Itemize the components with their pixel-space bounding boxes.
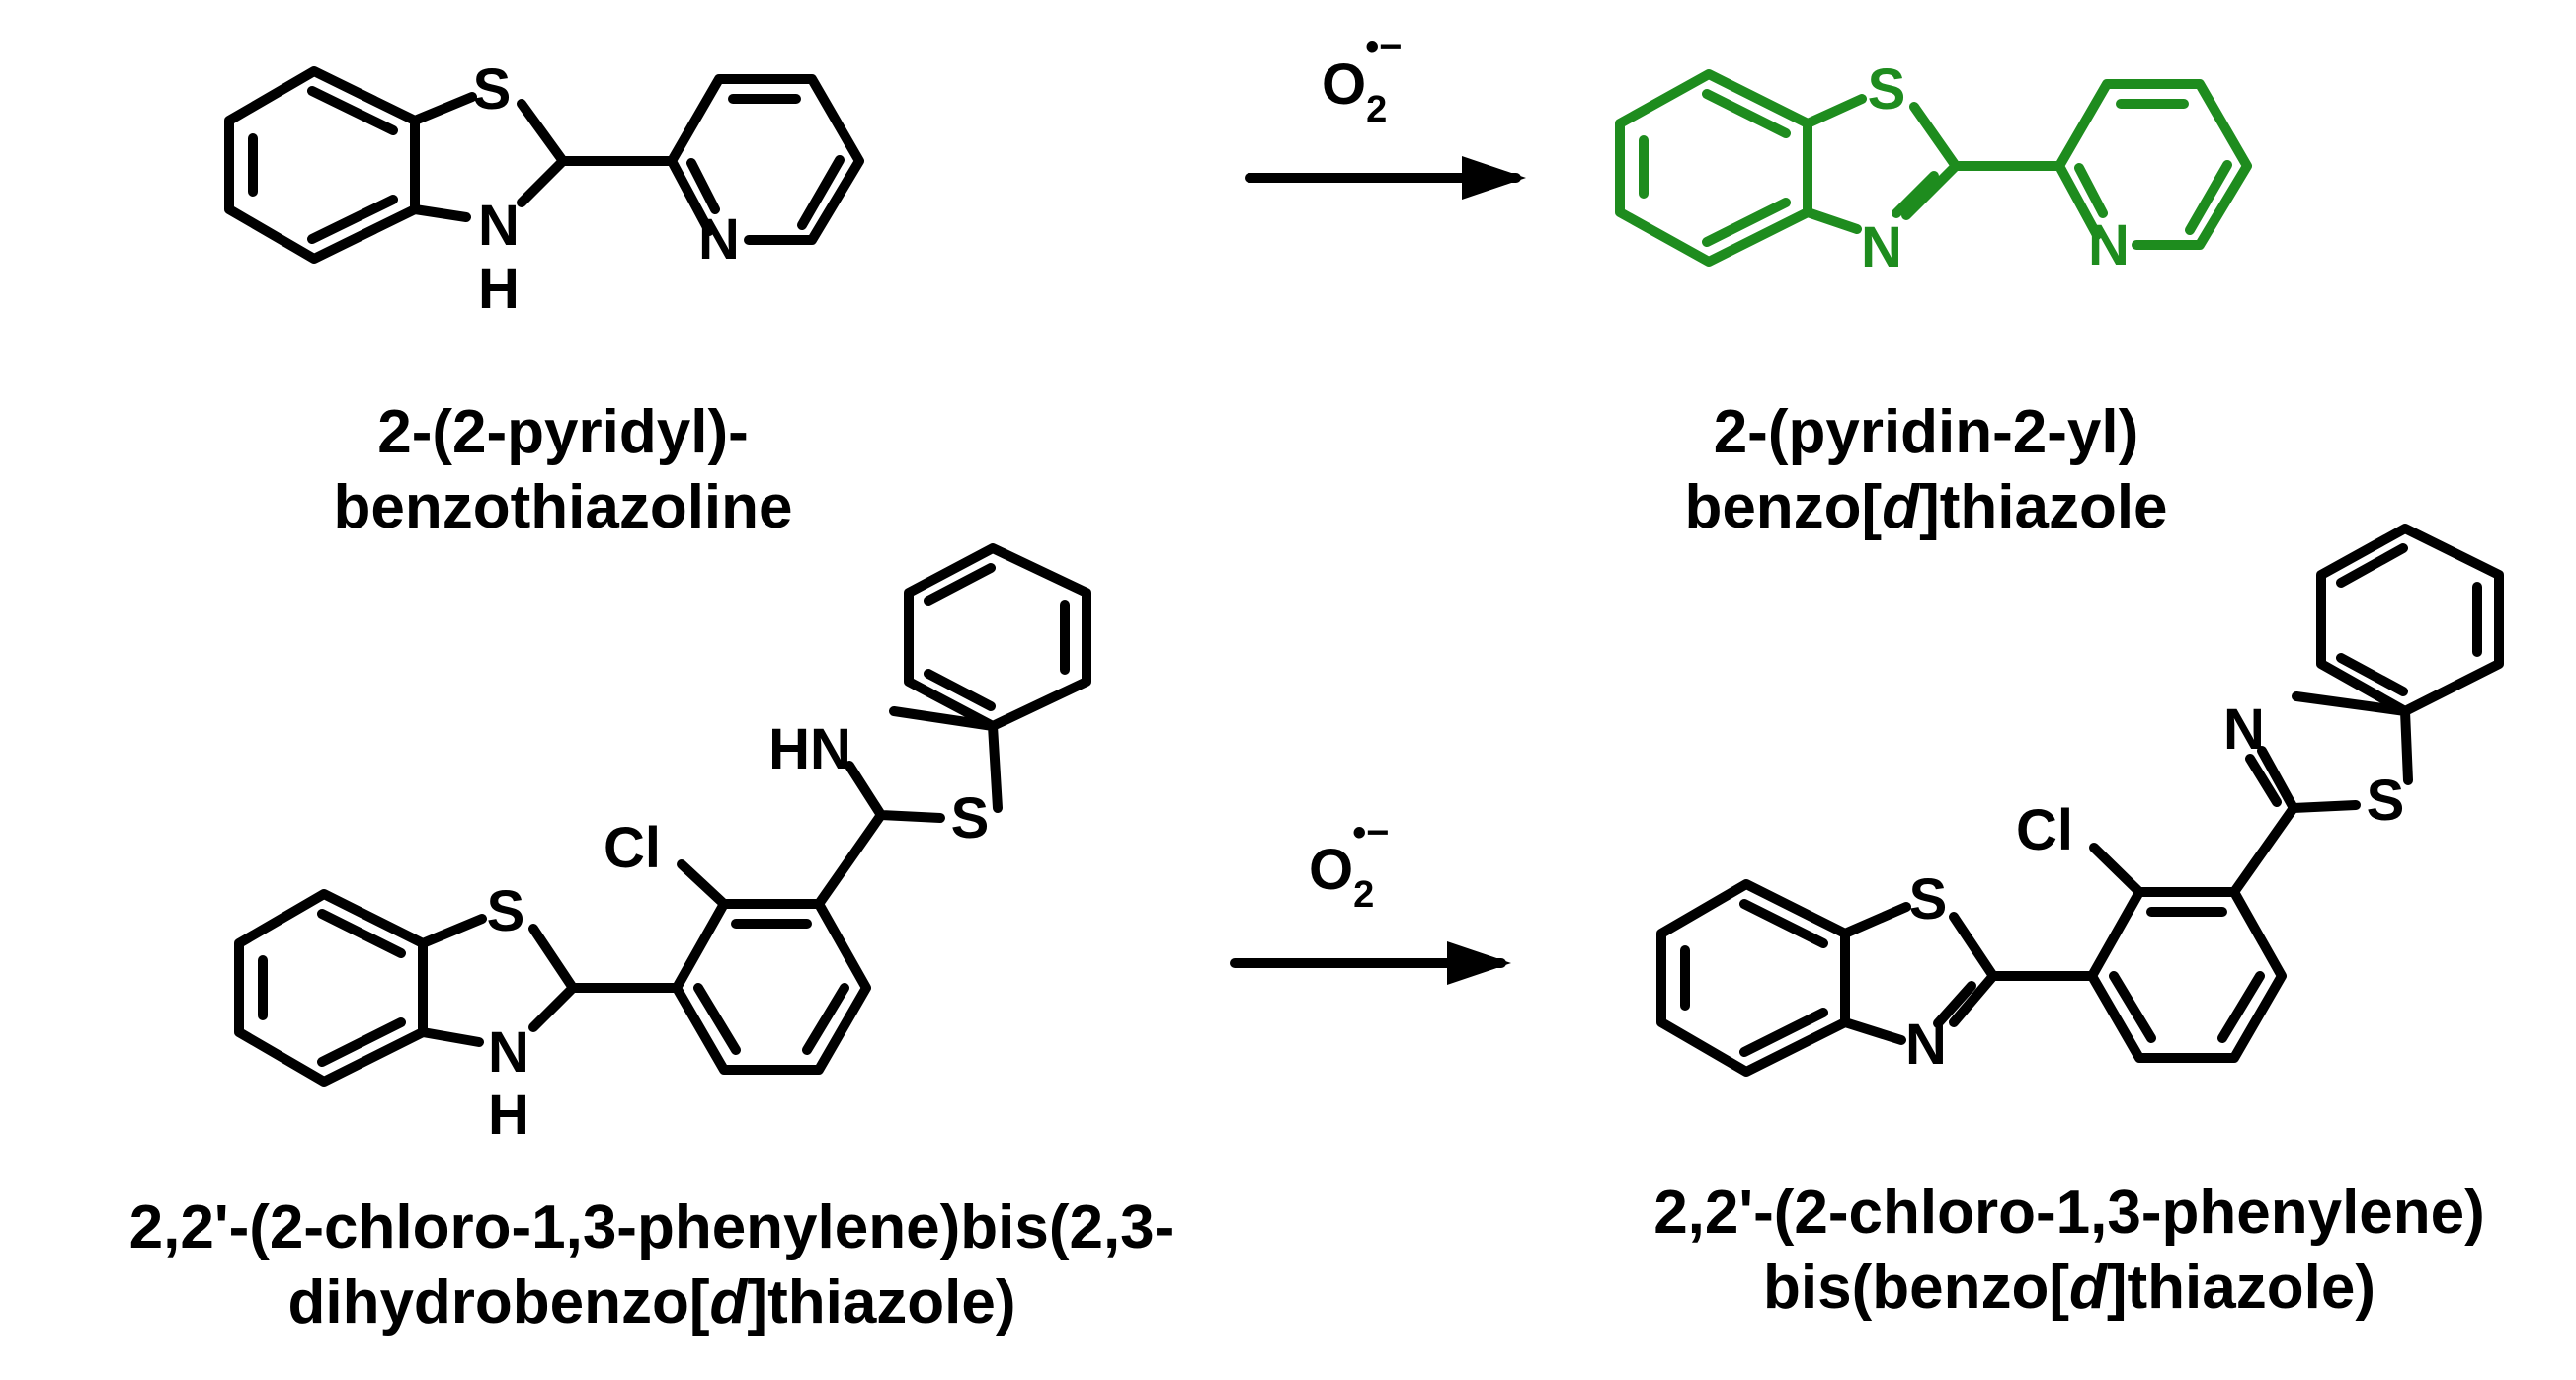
sulfur-atom: S [1868,57,1906,122]
reagent-superoxide-2: O2•− [1309,811,1390,916]
chlorine-atom: Cl [604,816,661,880]
reactant-1-structure: S N H N [224,57,864,321]
left-benzene-ring [1656,879,1850,1077]
left-sulfur-atom: S [487,879,525,943]
central-benzene-ring [2087,887,2287,1063]
left-sulfur-atom: S [1909,867,1948,932]
right-nitrogen-atom: N [2223,697,2265,762]
product-2-name-line2: bis(benzo[d]thiazole) [1763,1254,2375,1322]
reactant-2-name: 2,2'-(2-chloro-1,3-phenylene)bis(2,3- di… [40,1190,1264,1340]
product-1-structure: S N N [1615,57,2252,280]
product-1-name-line1: 2-(pyridin-2-yl) [1713,398,2139,466]
right-benzene-ring [2316,524,2504,716]
product-2-name-line1: 2,2'-(2-chloro-1,3-phenylene) [1653,1178,2485,1247]
benzene-ring [224,66,420,264]
reactant-2-structure: S N H Cl HN S [234,543,1091,1147]
product-1-name: 2-(pyridin-2-yl) benzo[d]thiazole [1620,395,2232,545]
pyridine-nitrogen-atom: N [2088,213,2130,278]
reactant-1-name: 2-(2-pyridyl)- benzothiazoline [188,395,938,545]
reaction-1-arrow [1245,156,1526,200]
reactant-1-name-line2: benzothiazoline [333,473,793,541]
thiazole-ring [1803,94,1961,234]
right-hn-group: HN [768,717,851,781]
reactant-1-name-line1: 2-(2-pyridyl)- [377,398,749,466]
bond-to-right-thiazoline [814,810,886,909]
pyridine-ring [667,74,864,245]
bond-to-chlorine [2089,843,2144,897]
reactant-2-name-line2: dihydrobenzo[d]thiazole) [287,1268,1016,1337]
product-1-name-line2: benzo[d]thiazole [1684,473,2168,541]
right-thiazole-ring [2245,691,2413,813]
nitrogen-atom: N [1861,215,1902,280]
sulfur-atom: S [473,57,512,122]
left-nitrogen-atom: N [1905,1013,1947,1077]
product-2-name: 2,2'-(2-chloro-1,3-phenylene) bis(benzo[… [1570,1176,2568,1326]
pyridine-nitrogen-atom: N [698,207,740,272]
bond-to-chlorine [677,859,729,909]
hydrogen-atom: H [478,257,520,321]
left-hydrogen-atom: H [488,1083,529,1147]
left-thiazole-ring [1840,902,1998,1045]
nitrogen-atom: N [478,194,520,258]
left-benzene-ring [234,889,428,1087]
chlorine-atom: Cl [2016,798,2073,862]
right-sulfur-atom: S [2367,769,2405,833]
right-thiazoline-ring [845,706,1003,823]
right-benzene-ring [904,543,1091,731]
reagent-superoxide-1: O2•− [1322,26,1403,130]
product-2-structure: S N Cl N S [1656,524,2504,1077]
central-benzene-ring [672,899,871,1075]
right-sulfur-atom: S [951,786,990,851]
benzene-ring [1615,69,1812,267]
left-nitrogen-atom: N [488,1020,529,1085]
bond-to-right-thiazole [2229,803,2298,897]
reaction-2-arrow [1230,941,1511,985]
reactant-2-name-line1: 2,2'-(2-chloro-1,3-phenylene)bis(2,3- [128,1193,1175,1261]
pyridine-ring [2054,79,2252,250]
